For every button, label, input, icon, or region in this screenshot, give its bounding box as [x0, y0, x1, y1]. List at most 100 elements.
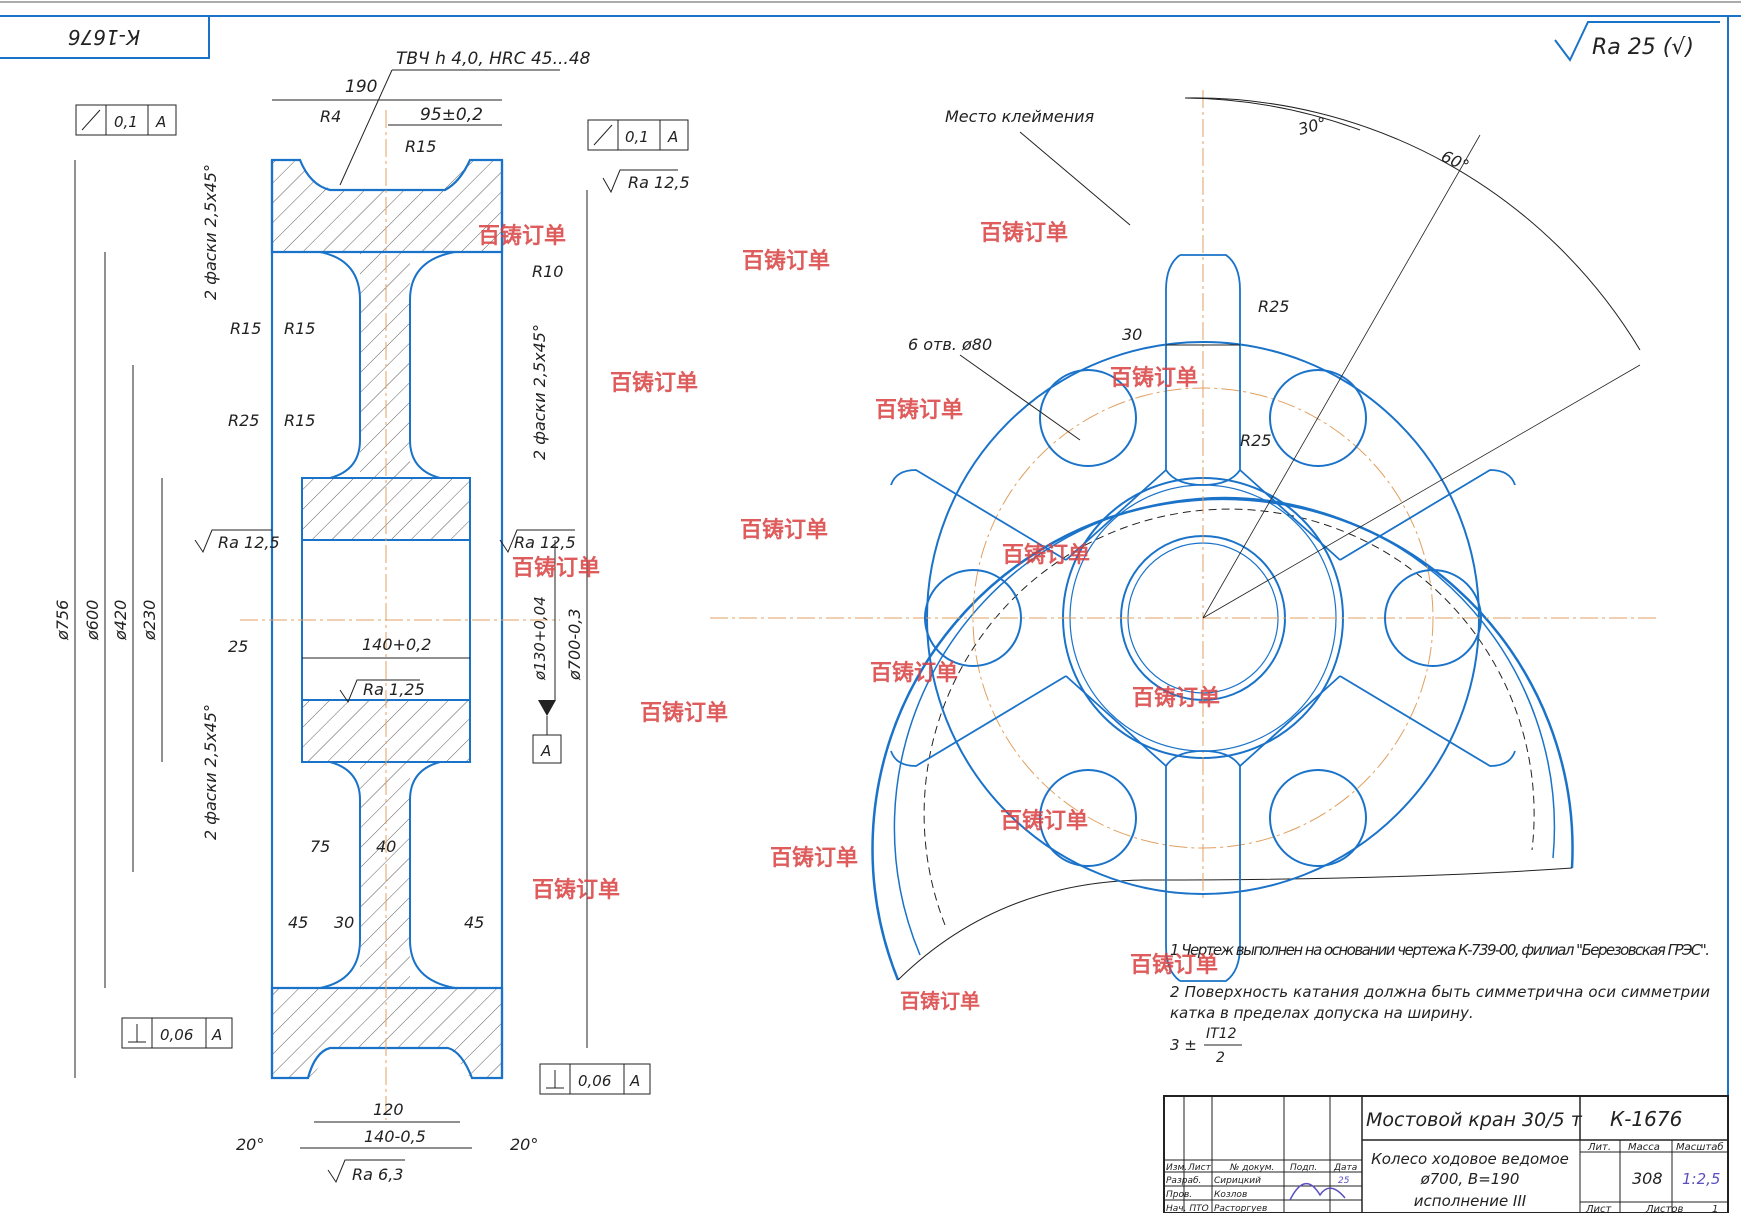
- ra-bottom-symbol: [327, 1159, 405, 1184]
- note-1: 1 Чертеж выполнен на основании чертежа К…: [1170, 941, 1710, 959]
- dim-40: 40: [376, 837, 396, 856]
- watermark-10: 百铸订单: [870, 660, 958, 686]
- svg-text:A: A: [211, 1026, 222, 1044]
- outer-rim-arc: [871, 497, 1574, 981]
- watermark-3: 百铸订单: [980, 220, 1068, 246]
- col-scale: Масштаб: [1676, 1141, 1724, 1153]
- ra-top-right-symbol: [602, 169, 678, 194]
- dia-700: ø700-0,3: [565, 608, 584, 681]
- dim-140-bottom: 140-0,5: [364, 1127, 426, 1146]
- pocket-left-bottom: [302, 761, 361, 989]
- note-3: 3 ±: [1170, 1036, 1197, 1054]
- ra-left-symbol: [194, 529, 272, 554]
- pocket-right-bottom: [409, 761, 470, 989]
- row-izm: Изм.: [1166, 1163, 1187, 1173]
- note-3-num: IT12: [1206, 1026, 1237, 1042]
- rim-outline-bottom: [270, 986, 504, 1080]
- dim-190: 190: [345, 77, 377, 97]
- angle-30: 30°: [1296, 113, 1328, 139]
- pocket-right-top: [409, 251, 470, 479]
- technical-notes: 1 Чертеж выполнен на основании чертежа К…: [1170, 941, 1710, 1066]
- ra-right-symbol: [499, 529, 575, 554]
- svg-text:A: A: [629, 1072, 640, 1090]
- code-tab-text: К-1676: [68, 25, 140, 49]
- dim-75: 75: [310, 837, 330, 856]
- note-2b: катка в пределах допуска на ширину.: [1170, 1004, 1474, 1022]
- role-head: Нач. ПТО: [1166, 1204, 1209, 1213]
- title-block-code: К-1676: [1610, 1107, 1682, 1131]
- title-block-title: Мостовой кран 30/5 т: [1366, 1109, 1583, 1131]
- row-list: Лист: [1187, 1163, 1212, 1173]
- role-check: Пров.: [1166, 1190, 1192, 1200]
- part-name-2: ø700, В=190: [1420, 1170, 1520, 1188]
- general-roughness-text: Ra 25 (√): [1592, 35, 1694, 60]
- front-radius-r25-a: R25: [1258, 297, 1289, 316]
- col-mass: Масса: [1628, 1142, 1660, 1153]
- watermarks: 百铸订单 百铸订单 百铸订单 百铸订单 百铸订单 百铸订单 百铸订单 百铸订单 …: [478, 220, 1220, 1013]
- watermark-14: 百铸订单: [770, 845, 858, 871]
- stamp-leader: [1019, 131, 1131, 226]
- svg-text:0,06: 0,06: [160, 1026, 193, 1044]
- watermark-11: 百铸订单: [1132, 685, 1220, 711]
- signature: [1289, 1183, 1346, 1201]
- runout-right-frame: 0,1 A: [587, 119, 689, 151]
- runout-left-frame: 0,1 A: [75, 104, 177, 136]
- front-view: [710, 90, 1660, 982]
- radius-r15-b: R15: [284, 319, 315, 338]
- role-dev: Разраб.: [1166, 1176, 1201, 1186]
- hole-1: [1269, 369, 1367, 467]
- mass-value: 308: [1632, 1169, 1663, 1188]
- angle-right: 20°: [510, 1135, 538, 1154]
- note-2a: 2 Поверхность катания должна быть симмет…: [1170, 983, 1710, 1001]
- hardening-text: ТВЧ h 4,0, HRC 45...48: [396, 49, 591, 69]
- radius-r15-c: R15: [284, 411, 315, 430]
- watermark-15: 百铸订单: [532, 877, 620, 903]
- name-check: Козлов: [1214, 1190, 1247, 1200]
- watermark-12: 百铸订单: [640, 700, 728, 726]
- part-name-3: исполнение III: [1414, 1192, 1527, 1210]
- ra-right: Ra 12,5: [514, 533, 576, 552]
- hole-4: [1039, 769, 1137, 867]
- watermark-2: 百铸订单: [742, 248, 830, 274]
- dim-25: 25: [228, 637, 248, 656]
- web-hatch-top: [360, 252, 410, 478]
- svg-text:A: A: [540, 742, 551, 760]
- dia-130: ø130+0,04: [531, 596, 549, 681]
- angle-left: 20°: [236, 1135, 264, 1154]
- dim-30: 30: [334, 913, 354, 932]
- svg-text:0,06: 0,06: [578, 1072, 611, 1090]
- watermark-4: 百铸订单: [610, 370, 698, 396]
- svg-text:A: A: [667, 128, 678, 146]
- svg-text:0,1: 0,1: [625, 128, 649, 146]
- spoke-6: [890, 675, 1067, 767]
- sheets-label: Листов: [1645, 1204, 1683, 1213]
- ra-bore-symbol: [339, 679, 420, 704]
- watermark-1: 百铸订单: [478, 223, 566, 249]
- hardening-leader: [339, 69, 393, 186]
- dia-420: ø420: [111, 600, 130, 641]
- svg-text:A: A: [155, 113, 166, 131]
- sheets-value: 1: [1712, 1204, 1718, 1213]
- hole-3: [1269, 769, 1367, 867]
- watermark-16: 百铸订单: [1130, 952, 1218, 978]
- hole-6: [1039, 369, 1137, 467]
- sheet-label: Лист: [1585, 1204, 1613, 1213]
- note-3-den: 2: [1216, 1050, 1225, 1066]
- radius-r25: R25: [228, 411, 259, 430]
- row-doc: № докум.: [1229, 1163, 1274, 1173]
- datum-a-marker: A: [532, 700, 562, 764]
- spoke-4: [1339, 675, 1516, 767]
- radius-r10: R10: [532, 262, 563, 281]
- stamp-label: Место клеймения: [945, 107, 1095, 126]
- dia-600: ø600: [83, 600, 102, 641]
- rim-hatch-bottom: [272, 988, 502, 1078]
- dia-756: ø756: [53, 600, 72, 641]
- spoke-3: [1339, 469, 1516, 561]
- dia-230: ø230: [140, 600, 159, 641]
- dim-140-bore: 140+0,2: [362, 635, 431, 654]
- holes-label: 6 отв. ø80: [908, 335, 992, 354]
- title-block: Мостовой кран 30/5 т К-1676 Колесо ходов…: [1163, 1095, 1729, 1215]
- general-roughness-symbol: [1554, 21, 1720, 62]
- row-sign: Подп.: [1290, 1163, 1317, 1173]
